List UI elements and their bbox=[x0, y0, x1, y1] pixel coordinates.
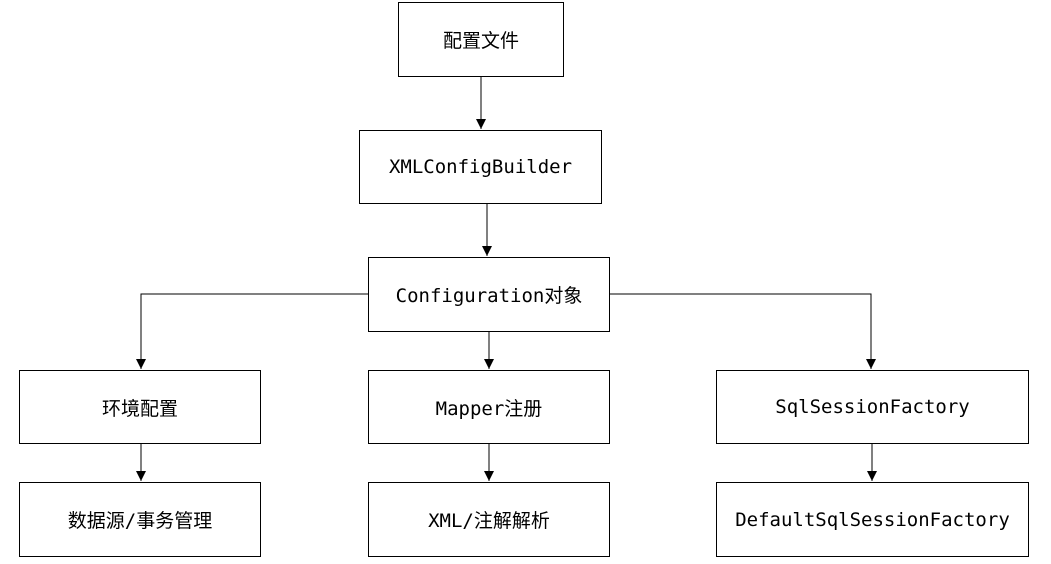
node-datasource-transaction: 数据源/事务管理 bbox=[19, 482, 261, 557]
node-default-sql-session-factory: DefaultSqlSessionFactory bbox=[716, 482, 1029, 557]
node-xml-annotation-parse: XML/注解解析 bbox=[368, 482, 610, 557]
node-xml-config-builder: XMLConfigBuilder bbox=[359, 130, 602, 204]
edge-configuration-to-factory bbox=[610, 293, 876, 369]
node-configuration: Configuration对象 bbox=[368, 257, 610, 332]
node-environment: 环境配置 bbox=[19, 370, 261, 444]
node-mapper-registry: Mapper注册 bbox=[368, 370, 610, 444]
edge-configuration-to-environment bbox=[136, 293, 368, 369]
node-config-file: 配置文件 bbox=[398, 2, 564, 77]
node-sql-session-factory: SqlSessionFactory bbox=[716, 370, 1029, 444]
